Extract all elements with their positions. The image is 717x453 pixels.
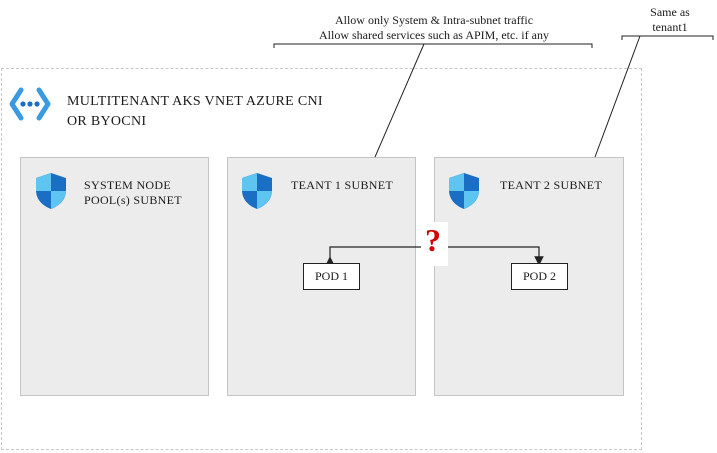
tenant2-subnet-label-line1: TEANT 2 SUBNET <box>500 178 602 192</box>
allow-note-leader <box>374 43 425 158</box>
allow-note-bracket <box>273 43 593 48</box>
question-mark: ? <box>425 222 441 258</box>
shield-icon <box>449 173 479 209</box>
vnet-title-line1: MULTITENANT AKS VNET AZURE CNI <box>67 94 323 109</box>
question-bg <box>421 222 448 266</box>
tenant2-subnet-label: TEANT 2 SUBNET <box>500 178 602 193</box>
vnet-icon <box>9 87 51 121</box>
same-note-leader <box>594 35 641 158</box>
system-subnet-label-line1: SYSTEM NODE <box>84 178 171 192</box>
shield-icon <box>242 173 272 209</box>
pod-1: POD 1 <box>303 263 360 290</box>
system-subnet-label-line2: POOL(s) SUBNET <box>84 193 182 207</box>
allow-note-line1: Allow only System & Intra-subnet traffic <box>334 13 534 27</box>
vnet-title: MULTITENANT AKS VNET AZURE CNI OR BYOCNI <box>67 92 323 132</box>
shield-icon <box>36 173 66 209</box>
same-note-line2: tenant1 <box>652 20 688 34</box>
allow-note-line2: Allow shared services such as APIM, etc.… <box>319 28 549 42</box>
same-note-bracket <box>621 35 714 40</box>
allow-note: Allow only System & Intra-subnet traffic… <box>278 13 590 43</box>
vnet-title-line2: OR BYOCNI <box>67 114 147 129</box>
tenant1-subnet-label-line1: TEANT 1 SUBNET <box>291 178 393 192</box>
same-note-line1: Same as <box>650 5 690 19</box>
same-as-note: Same as tenant1 <box>630 5 710 35</box>
tenant1-subnet-label: TEANT 1 SUBNET <box>291 178 393 193</box>
system-subnet-label: SYSTEM NODE POOL(s) SUBNET <box>84 178 182 208</box>
pod-2: POD 2 <box>511 263 568 290</box>
vnet-boundary <box>1 68 642 450</box>
